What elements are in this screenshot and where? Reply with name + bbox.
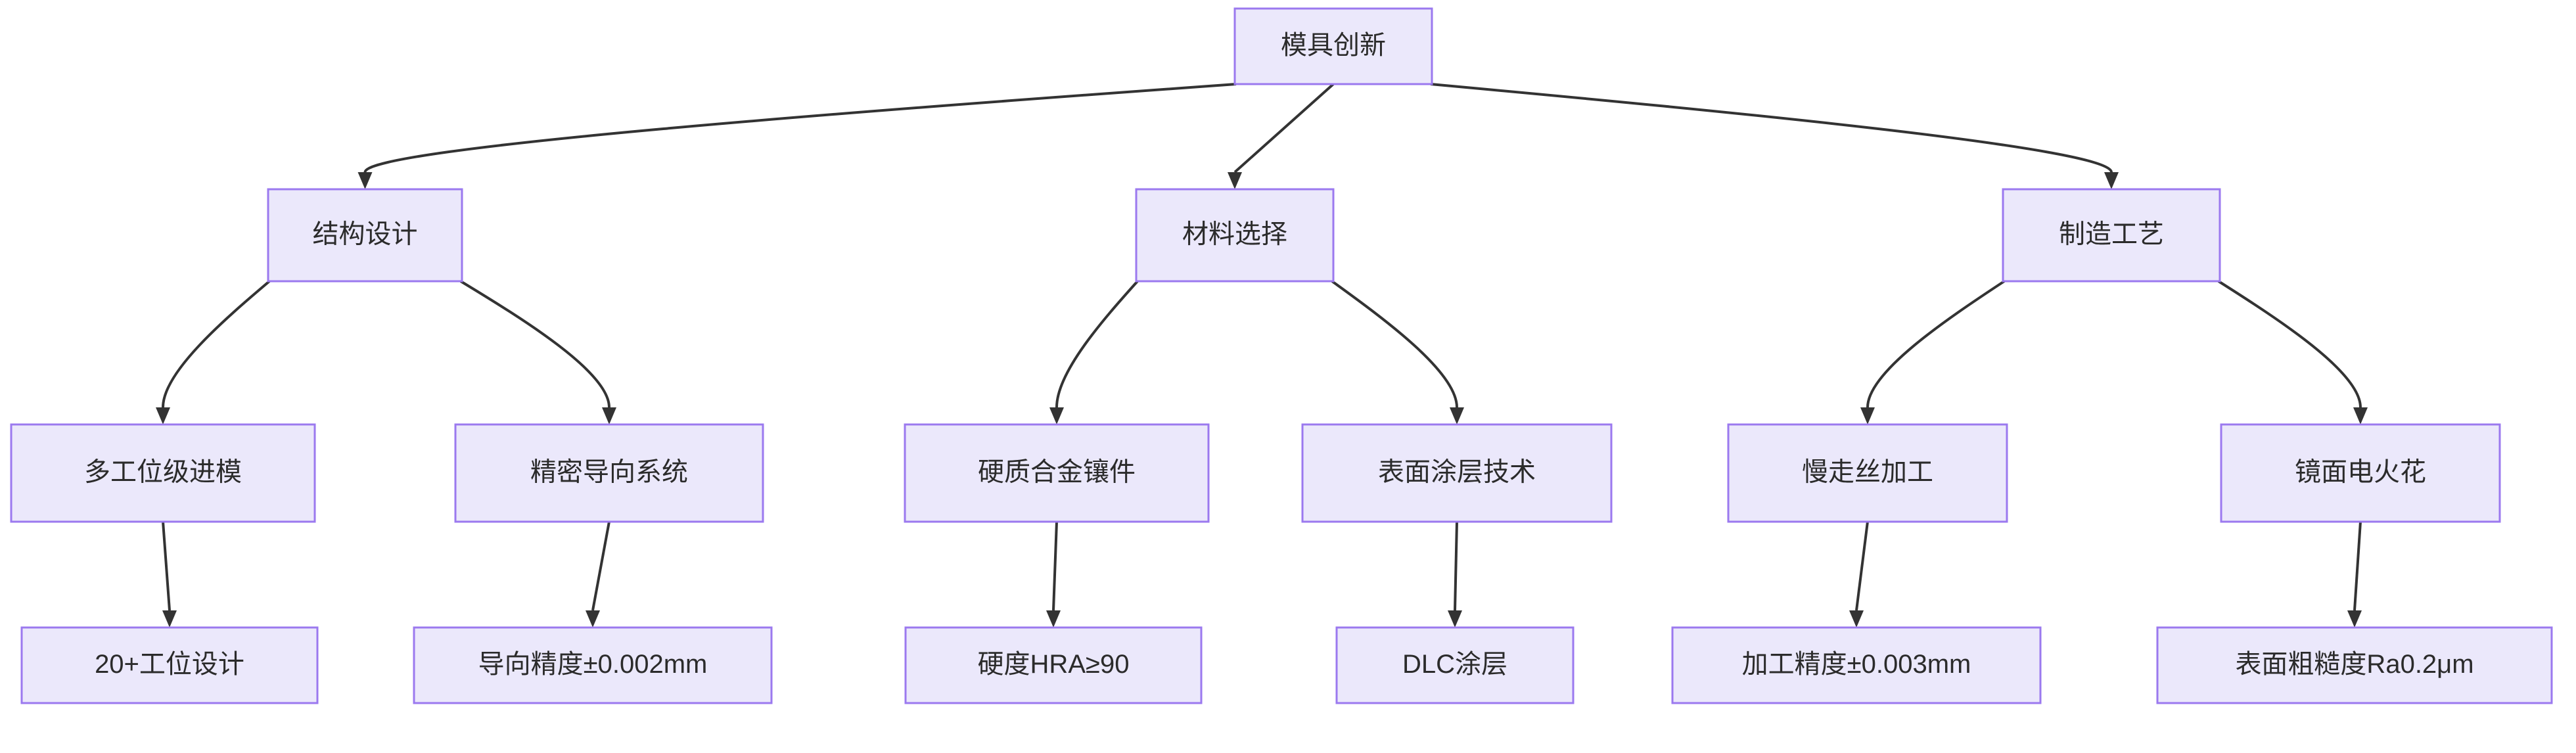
node-label: 表面粗糙度Ra0.2μm — [2235, 650, 2473, 679]
node-box[interactable] — [1727, 423, 2008, 523]
node-label: 慢走丝加工 — [1802, 458, 1933, 487]
edge-n0-to-n2 — [1228, 83, 1335, 189]
node-box[interactable] — [1335, 626, 1575, 704]
flowchart-node[interactable]: 加工精度±0.003mm — [1671, 626, 2042, 704]
node-box[interactable] — [1671, 626, 2042, 704]
node-label: DLC涂层 — [1402, 650, 1507, 679]
arrowhead-icon — [357, 172, 373, 189]
arrowhead-icon — [1049, 407, 1064, 424]
node-label: 镜面电火花 — [2295, 458, 2426, 487]
arrowhead-icon — [2347, 610, 2362, 628]
node-label: 材料选择 — [1182, 220, 1287, 249]
node-label: 结构设计 — [313, 220, 418, 249]
flowchart-node[interactable]: 硬质合金镶件 — [904, 423, 1210, 523]
edge-n9-to-n15 — [2347, 521, 2362, 628]
node-box[interactable] — [267, 188, 463, 283]
node-box[interactable] — [904, 626, 1203, 704]
node-box[interactable] — [10, 423, 316, 523]
edge-n1-to-n5 — [459, 280, 616, 424]
flowchart-node[interactable]: 表面粗糙度Ra0.2μm — [2156, 626, 2553, 704]
edge-n4-to-n10 — [162, 521, 177, 628]
flowchart-node[interactable]: 结构设计 — [267, 188, 463, 283]
flowchart-node[interactable]: DLC涂层 — [1335, 626, 1575, 704]
node-box[interactable] — [2220, 423, 2501, 523]
arrowhead-icon — [1448, 610, 1462, 628]
node-box[interactable] — [2156, 626, 2553, 704]
flowchart-node[interactable]: 20+工位设计 — [20, 626, 319, 704]
node-box[interactable] — [1135, 188, 1335, 283]
flowchart-node[interactable]: 导向精度±0.002mm — [413, 626, 773, 704]
arrowhead-icon — [156, 407, 170, 424]
node-label: 精密导向系统 — [530, 458, 688, 487]
edge-layer — [156, 83, 2368, 628]
arrowhead-icon — [2104, 172, 2119, 189]
flowchart-node[interactable]: 精密导向系统 — [454, 423, 764, 523]
edge-n6-to-n12 — [1046, 521, 1061, 628]
node-label: 加工精度±0.003mm — [1742, 650, 1971, 679]
edge-n0-to-n3 — [1430, 83, 2119, 189]
node-box[interactable] — [904, 423, 1210, 523]
node-label: 20+工位设计 — [95, 650, 244, 679]
edge-n2-to-n7 — [1331, 280, 1464, 424]
arrowhead-icon — [1849, 610, 1864, 628]
edge-n1-to-n4 — [156, 280, 271, 424]
edge-n0-to-n1 — [357, 83, 1237, 189]
node-label: 硬度HRA≥90 — [978, 650, 1130, 679]
edge-n2-to-n6 — [1049, 280, 1139, 424]
flowchart-node[interactable]: 慢走丝加工 — [1727, 423, 2008, 523]
flowchart-node[interactable]: 表面涂层技术 — [1301, 423, 1613, 523]
node-box[interactable] — [454, 423, 764, 523]
node-label: 模具创新 — [1281, 31, 1386, 60]
flowchart-node[interactable]: 多工位级进模 — [10, 423, 316, 523]
arrowhead-icon — [1046, 610, 1061, 628]
edge-n3-to-n9 — [2217, 280, 2368, 424]
node-box[interactable] — [1233, 7, 1433, 85]
node-label: 导向精度±0.002mm — [478, 650, 708, 679]
edge-n7-to-n13 — [1448, 521, 1462, 628]
arrowhead-icon — [586, 610, 600, 628]
edge-n8-to-n14 — [1849, 521, 1869, 628]
arrowhead-icon — [1450, 407, 1464, 424]
edge-n3-to-n8 — [1860, 280, 2006, 424]
arrowhead-icon — [1228, 172, 1242, 189]
flowchart-node[interactable]: 模具创新 — [1233, 7, 1433, 85]
node-box[interactable] — [2002, 188, 2221, 283]
arrowhead-icon — [602, 407, 616, 424]
arrowhead-icon — [162, 610, 177, 628]
edge-n5-to-n11 — [586, 521, 610, 628]
node-label: 表面涂层技术 — [1378, 458, 1536, 487]
node-label: 多工位级进模 — [84, 458, 242, 487]
arrowhead-icon — [1860, 407, 1875, 424]
node-box[interactable] — [413, 626, 773, 704]
flowchart-node[interactable]: 硬度HRA≥90 — [904, 626, 1203, 704]
flowchart-node[interactable]: 镜面电火花 — [2220, 423, 2501, 523]
flowchart-node[interactable]: 材料选择 — [1135, 188, 1335, 283]
node-label: 硬质合金镶件 — [978, 458, 1136, 487]
node-box[interactable] — [20, 626, 319, 704]
node-box[interactable] — [1301, 423, 1613, 523]
node-label: 制造工艺 — [2059, 220, 2164, 249]
flowchart-node[interactable]: 制造工艺 — [2002, 188, 2221, 283]
arrowhead-icon — [2353, 407, 2368, 424]
